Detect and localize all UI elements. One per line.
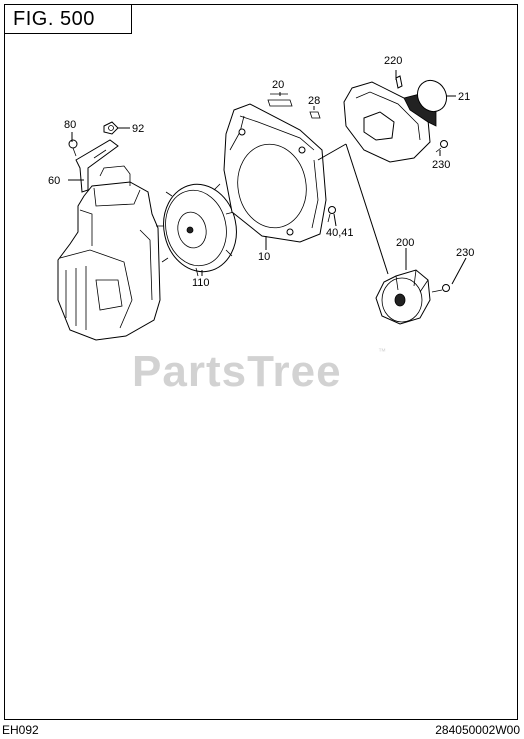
figure-label: FIG. 500	[4, 4, 132, 34]
callout-230-lower: 230	[456, 247, 474, 259]
recoil-starter-drawing	[343, 75, 448, 163]
callout-28: 28	[308, 95, 320, 107]
drawing-frame	[4, 4, 518, 720]
fan-housing-10-drawing	[223, 103, 327, 243]
model-code: EH092	[2, 723, 39, 737]
watermark: PartsTree ™	[132, 347, 386, 396]
drawing-number: 284050002W00	[435, 723, 520, 737]
callout-labels: 220 21 20 28 80 92 60 230 40,41 10 110 2…	[48, 55, 474, 289]
engine-block-drawing	[57, 165, 161, 341]
callout-10: 10	[258, 251, 270, 263]
callout-110: 110	[192, 277, 210, 289]
bolt-230-upper-drawing	[435, 140, 448, 153]
leader-lines	[68, 70, 467, 285]
watermark-text: PartsTree	[132, 347, 342, 396]
starter-pulley-200-drawing	[375, 269, 450, 325]
callout-21: 21	[458, 91, 470, 103]
label-plates-drawing	[267, 93, 321, 119]
watermark-trademark: ™	[378, 347, 386, 356]
bolt-40-41-drawing	[327, 206, 336, 223]
callout-80: 80	[64, 119, 76, 131]
callout-20: 20	[272, 79, 284, 91]
callout-40-41: 40,41	[326, 227, 354, 239]
callout-220: 220	[384, 55, 402, 67]
bracket-60-drawing	[68, 121, 119, 193]
flywheel-110-drawing	[156, 183, 237, 277]
callout-200: 200	[396, 237, 414, 249]
callout-60: 60	[48, 175, 60, 187]
callout-92: 92	[132, 123, 144, 135]
callout-230-upper: 230	[432, 159, 450, 171]
